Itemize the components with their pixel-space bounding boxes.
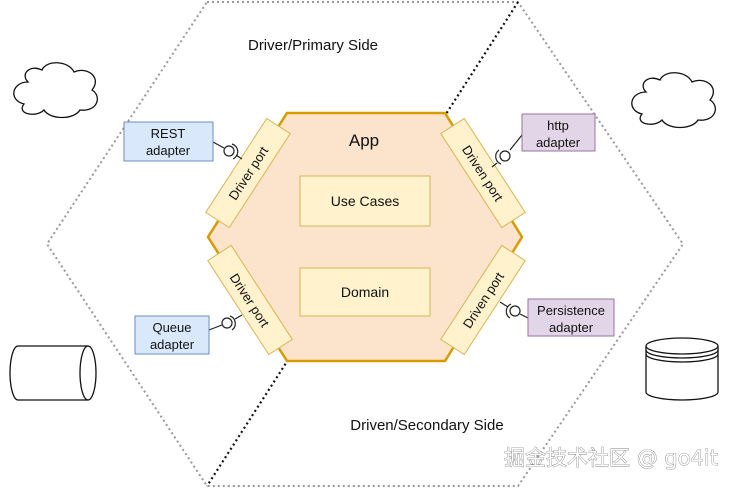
- svg-text:adapter: adapter: [549, 320, 594, 335]
- domain-box: [299, 267, 431, 317]
- rest-socket-icon: [212, 141, 243, 160]
- cloud-icon-left: [13, 62, 98, 119]
- use-cases-box: [299, 175, 431, 227]
- app-label: App: [349, 131, 379, 150]
- app-hexagon: [206, 111, 524, 363]
- persistence-adapter: Persistence adapter: [527, 298, 615, 337]
- watermark: 掘金技术社区 @ go4it: [504, 446, 718, 470]
- database-cylinder-icon: [645, 337, 719, 401]
- side-divider: [206, 1, 519, 487]
- cloud-icon-right: [631, 72, 716, 129]
- svg-text:Persistence: Persistence: [537, 303, 605, 318]
- queue-adapter: Queue adapter: [134, 315, 210, 355]
- queue-socket-icon: [208, 314, 243, 331]
- primary-side-label: Driver/Primary Side: [248, 37, 378, 54]
- svg-text:adapter: adapter: [146, 143, 191, 158]
- rest-adapter: REST adapter: [123, 121, 214, 162]
- http-socket-icon: [491, 134, 523, 168]
- svg-text:http: http: [547, 118, 569, 133]
- domain-label: Domain: [341, 284, 389, 300]
- secondary-side-label: Driven/Secondary Side: [350, 417, 503, 434]
- driver-port-bottom: Driver port: [207, 244, 293, 356]
- svg-text:REST: REST: [151, 126, 186, 141]
- http-adapter: http adapter: [521, 113, 596, 152]
- use-cases-label: Use Cases: [331, 193, 399, 209]
- svg-text:adapter: adapter: [150, 337, 195, 352]
- svg-text:Queue: Queue: [152, 320, 191, 335]
- svg-text:adapter: adapter: [536, 135, 581, 150]
- persistence-socket-icon: [499, 301, 529, 319]
- queue-cylinder-icon: [9, 345, 97, 401]
